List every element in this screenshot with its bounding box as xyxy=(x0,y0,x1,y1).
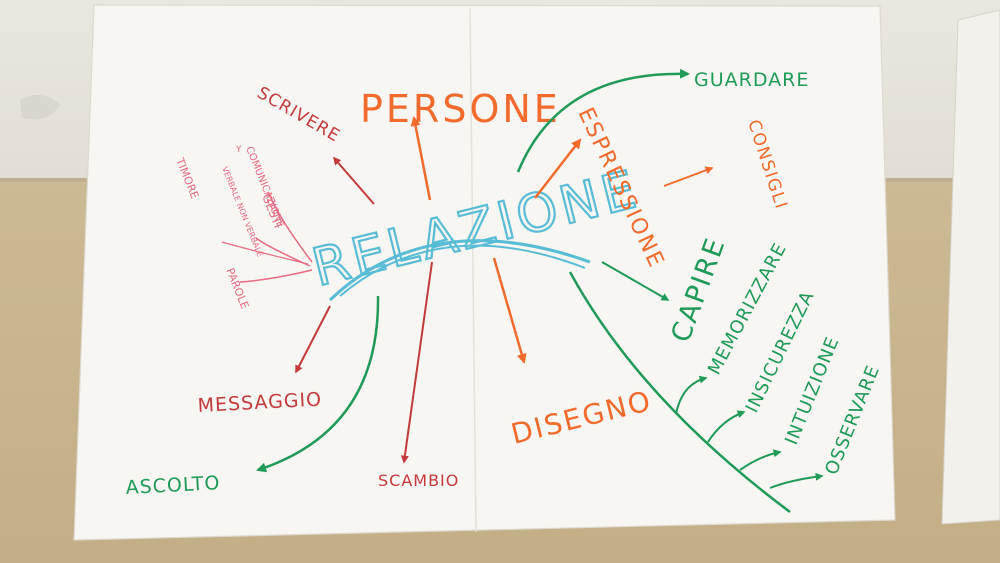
wall-smudge xyxy=(20,94,60,120)
arrow-ascolto xyxy=(256,295,380,473)
branch-memorizzare xyxy=(675,375,708,415)
arrow-persone xyxy=(410,116,432,201)
connector-comunicazione xyxy=(267,191,313,263)
second-paper-sheet xyxy=(941,9,1000,525)
arrow-guardare xyxy=(516,68,690,173)
arrow-capire xyxy=(601,261,670,301)
arrow-consigli xyxy=(663,166,714,187)
connector-timore xyxy=(221,241,309,265)
connector-parole xyxy=(239,269,313,283)
flipchart-paper xyxy=(73,4,896,541)
label-scambio: SCAMBIO xyxy=(378,471,459,490)
arrow-espressione xyxy=(534,138,582,199)
branch-main-curve xyxy=(568,271,791,514)
arrow-disegno xyxy=(492,257,527,364)
label-guardare: GUARDARE xyxy=(694,69,809,91)
branch-insicurezza xyxy=(707,410,746,443)
branch-osservare xyxy=(769,472,824,489)
label-persone: PERSONE xyxy=(360,87,561,131)
branch-intuizione xyxy=(739,449,782,471)
label-timore-y: Y xyxy=(235,145,242,155)
center-arc-inner xyxy=(339,244,586,297)
center-arc xyxy=(328,239,591,302)
label-ascolto: ASCOLTO xyxy=(125,472,221,499)
paper-fold xyxy=(469,7,477,533)
arrow-scrivere xyxy=(332,156,375,205)
arrow-messaggio xyxy=(295,305,331,374)
arrow-scambio xyxy=(400,261,433,464)
